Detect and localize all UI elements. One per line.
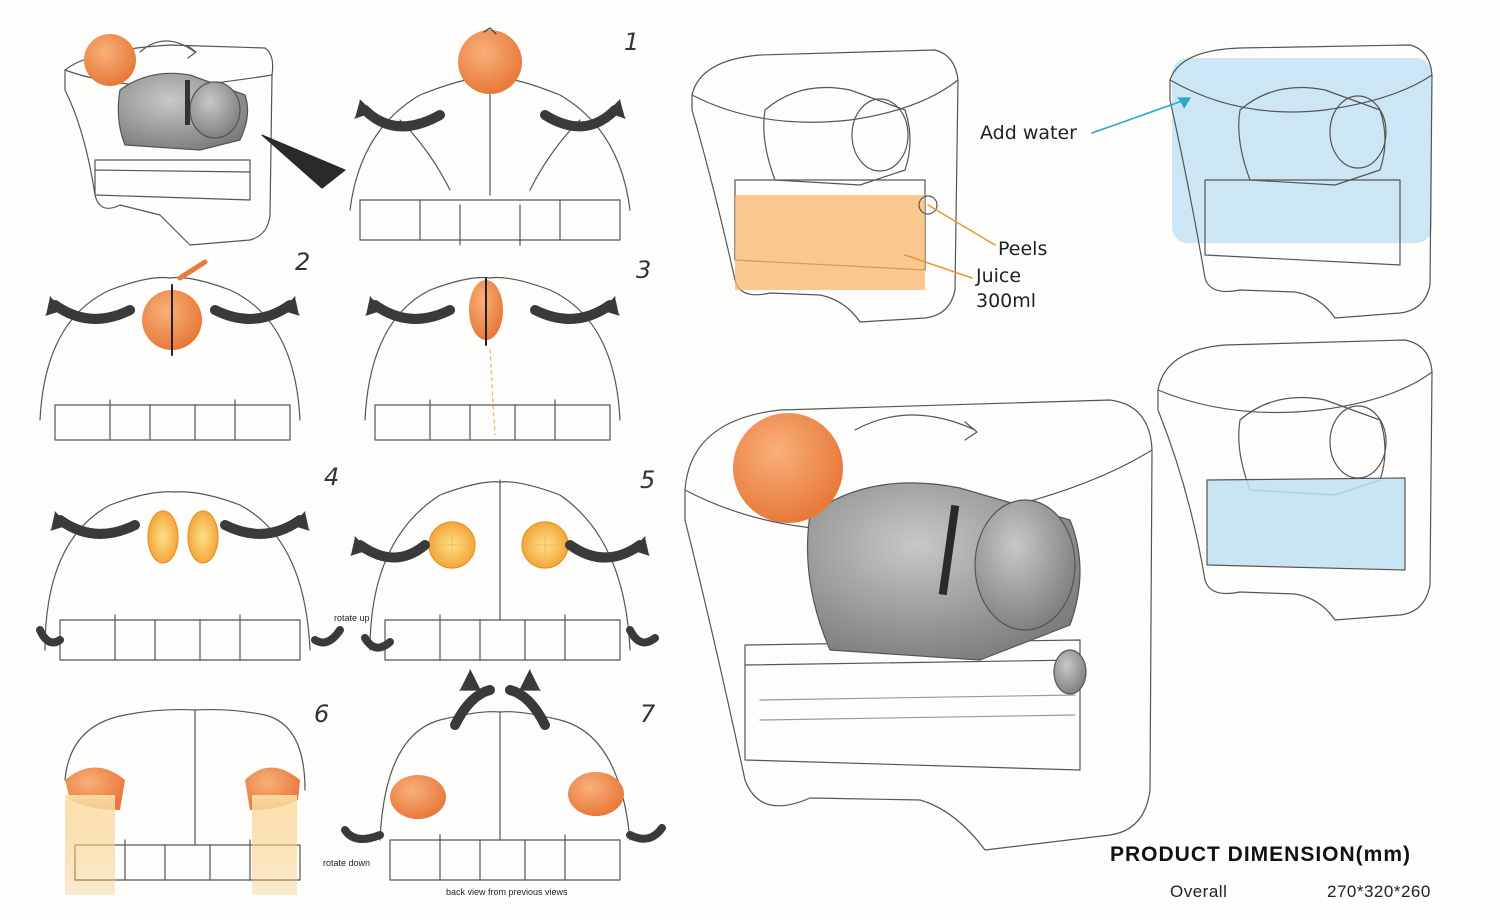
sketch-step-4 bbox=[36, 491, 344, 661]
sketch-water-fill bbox=[1169, 44, 1433, 319]
juice-callout-line bbox=[904, 254, 973, 279]
add-water-label: Add water bbox=[980, 122, 1077, 144]
step-number-5: 5 bbox=[640, 466, 656, 494]
peels-callout-line bbox=[927, 204, 996, 246]
juice-volume-label: 300ml bbox=[976, 290, 1037, 312]
sketch-juice-container bbox=[691, 49, 959, 323]
sketch-main-perspective bbox=[684, 399, 1153, 851]
sketch-step-1 bbox=[349, 27, 631, 246]
step-number-4: 4 bbox=[324, 463, 340, 491]
overall-label: Overall bbox=[1170, 882, 1228, 901]
sketch-step-2 bbox=[39, 259, 301, 441]
add-water-callout-line bbox=[1091, 99, 1186, 134]
step-number-2: 2 bbox=[295, 248, 311, 276]
sketch-step-7 bbox=[341, 669, 666, 881]
back-view-label: back view from previous views bbox=[446, 887, 568, 897]
peels-label: Peels bbox=[998, 238, 1048, 260]
step-number-6: 6 bbox=[314, 700, 330, 728]
rotate-down-label: rotate down bbox=[323, 858, 371, 868]
overall-value: 270*320*260 bbox=[1327, 882, 1431, 901]
sketch-water-tank bbox=[1157, 339, 1433, 621]
step-number-1: 1 bbox=[624, 28, 640, 56]
sketch-intro bbox=[64, 34, 346, 246]
step-number-3: 3 bbox=[636, 256, 652, 284]
sketch-step-5 bbox=[350, 479, 659, 661]
product-dimension-title: PRODUCT DIMENSION(mm) bbox=[1110, 843, 1412, 866]
rotate-up-label: rotate up bbox=[334, 613, 370, 623]
sketch-step-6 bbox=[64, 708, 306, 895]
sketch-step-3 bbox=[364, 276, 621, 441]
step-number-7: 7 bbox=[640, 700, 656, 728]
juice-label: Juice bbox=[976, 265, 1022, 287]
